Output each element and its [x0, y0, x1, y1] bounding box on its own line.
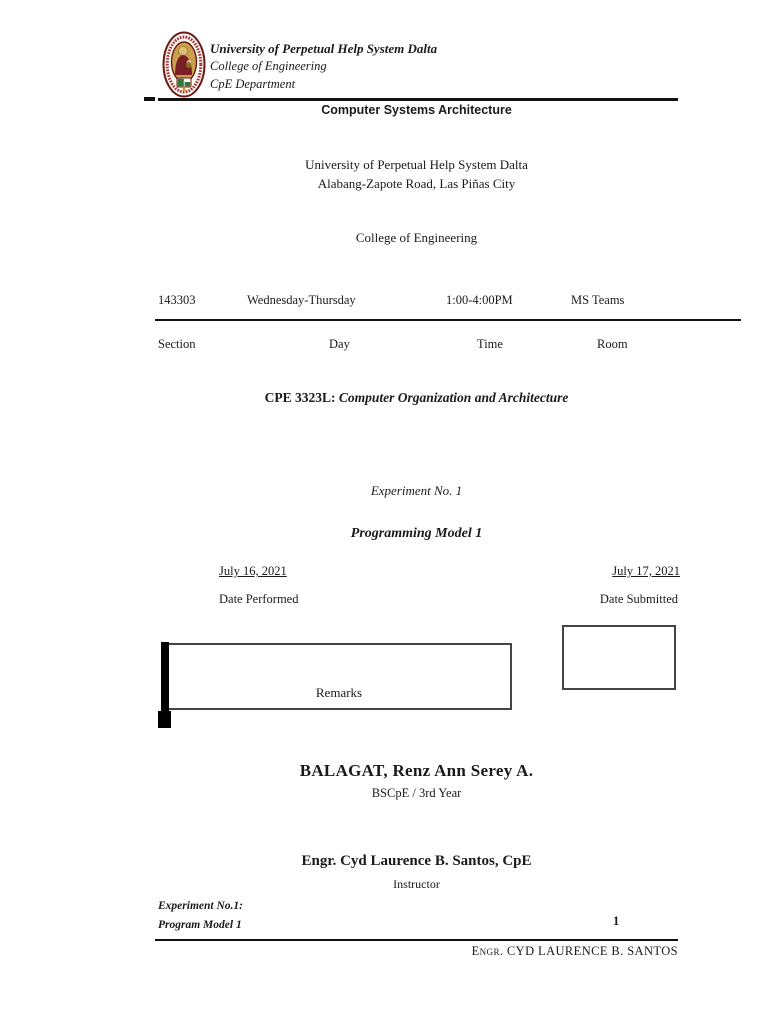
course-title: CPE 3323L: Computer Organization and Arc…	[155, 390, 678, 406]
college-name: College of Engineering	[355, 230, 478, 245]
remarks-left-bar	[161, 642, 169, 711]
university-address: Alabang-Zapote Road, Las Piñas City	[317, 176, 516, 191]
footer-experiment-line2: Program Model 1	[158, 919, 242, 931]
schedule-time-value: 1:00-4:00PM	[446, 293, 513, 307]
university-name: University of Perpetual Help System Dalt…	[305, 157, 528, 172]
experiment-number: Experiment No. 1	[370, 483, 463, 498]
schedule-time-header: Time	[477, 337, 503, 351]
remarks-left-bar-tail	[158, 711, 171, 728]
schedule-section-header: Section	[158, 337, 196, 351]
page-number: 1	[613, 914, 620, 928]
date-submitted-value: July 17, 2021	[612, 564, 680, 578]
course-name: Computer Organization and Architecture	[338, 390, 569, 405]
university-seal-logo	[162, 31, 206, 99]
schedule-day-header: Day	[329, 337, 350, 351]
experiment-title: Programming Model 1	[350, 526, 483, 541]
university-seal-icon	[162, 31, 206, 98]
header-rule	[158, 98, 678, 101]
date-performed-label: Date Performed	[219, 592, 299, 606]
remarks-label: Remarks	[315, 685, 363, 700]
course-banner: Computer Systems Architecture	[321, 103, 512, 117]
date-submitted-label: Date Submitted	[599, 592, 678, 606]
letterhead-college: College of Engineering	[210, 59, 327, 73]
letterhead-department: CpE Department	[210, 77, 296, 91]
schedule-section-value: 143303	[158, 293, 196, 307]
date-performed-value: July 16, 2021	[219, 564, 287, 578]
schedule-room-value: MS Teams	[571, 293, 625, 307]
letterhead-university: University of Perpetual Help System Dalt…	[210, 41, 438, 56]
schedule-rule	[155, 319, 741, 321]
header-rule-dash	[144, 97, 155, 101]
instructor-name: Engr. Cyd Laurence B. Santos, CpE	[301, 853, 532, 869]
grade-box	[562, 625, 676, 690]
footer-experiment-line1: Experiment No.1:	[158, 900, 243, 912]
remarks-box: Remarks	[166, 643, 512, 710]
student-name: BALAGAT, Renz Ann Serey A.	[299, 761, 534, 780]
footer-signature: Engr. CYD LAURENCE B. SANTOS	[471, 944, 678, 958]
course-code: CPE 3323L:	[264, 390, 339, 405]
instructor-title: Instructor	[393, 877, 440, 891]
schedule-day-value: Wednesday-Thursday	[247, 293, 356, 307]
student-program: BSCpE / 3rd Year	[371, 786, 462, 800]
schedule-room-header: Room	[597, 337, 628, 351]
footer-rule	[155, 939, 678, 941]
